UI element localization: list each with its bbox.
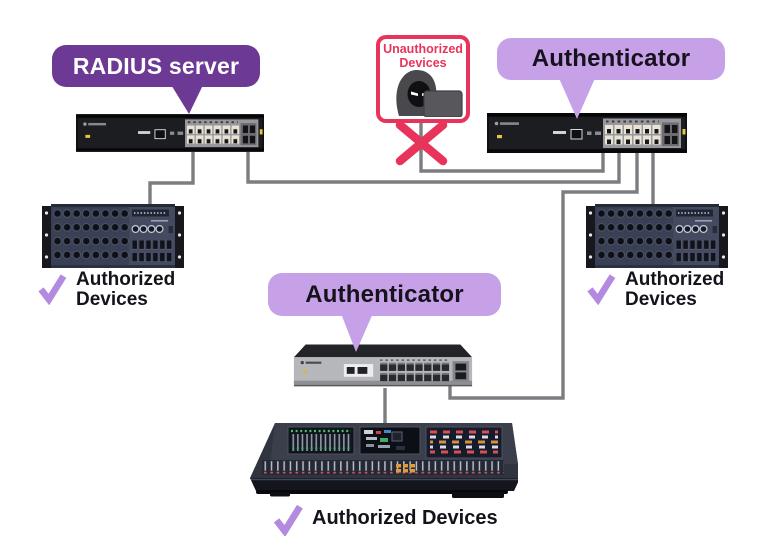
- authenticator-middle-label: Authenticator: [305, 280, 464, 308]
- authorized-left-text: Authorized Devices: [76, 269, 176, 310]
- check-icon: [272, 503, 304, 536]
- link-authenticator-to-middle-switch: [448, 152, 639, 400]
- unauthorized-devices-box: Unauthorized Devices: [376, 35, 470, 123]
- authenticator-middle-callout: Authenticator: [268, 273, 501, 316]
- radius-server-label: RADIUS server: [72, 52, 240, 79]
- authorized-right-label: Authorized Devices: [586, 269, 725, 310]
- check-icon: [37, 272, 67, 305]
- check-icon: [586, 272, 616, 305]
- hacker-icon: [396, 69, 463, 117]
- authenticator-middle-bubble-tail: [340, 311, 374, 352]
- authenticator-top-callout: Authenticator: [497, 38, 725, 80]
- authorized-bottom-text: Authorized Devices: [312, 507, 498, 529]
- authenticator-top-bubble-tail: [558, 76, 596, 119]
- authenticator-top-label: Authenticator: [531, 45, 691, 72]
- link-radius-to-authenticator: [246, 152, 621, 184]
- blocked-x-icon: [395, 120, 448, 166]
- mixing-console-image: [250, 423, 518, 498]
- radius-bubble-tail: [170, 83, 204, 114]
- radius-server-callout: RADIUS server: [52, 45, 260, 87]
- authorized-bottom-label: Authorized Devices: [272, 503, 498, 536]
- unauthorized-devices-label: Unauthorized Devices: [383, 42, 463, 70]
- authorized-left-label: Authorized Devices: [37, 269, 176, 310]
- authorized-right-text: Authorized Devices: [625, 269, 725, 310]
- link-radius-to-left-rack: [148, 152, 195, 208]
